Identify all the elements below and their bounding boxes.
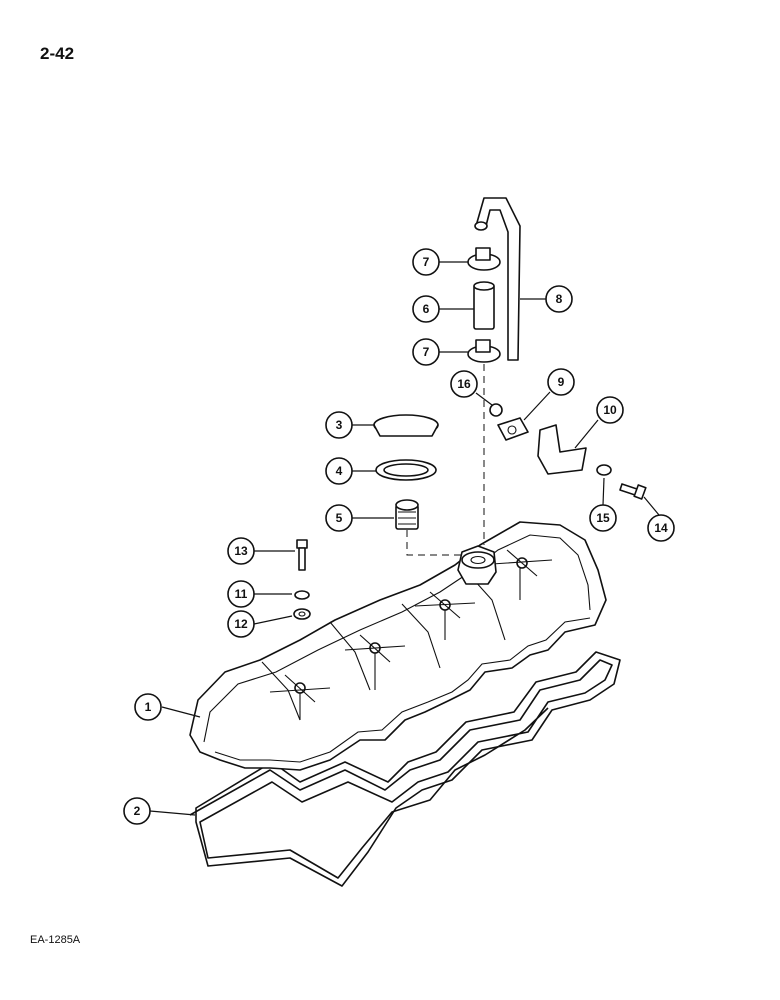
- callout-8: 8: [545, 285, 573, 313]
- svg-text:5: 5: [336, 511, 343, 525]
- svg-text:8: 8: [556, 292, 563, 306]
- cap-seal-drawing: [375, 459, 437, 481]
- page-number: 2-42: [40, 44, 75, 63]
- figure-code: EA-1285A: [30, 934, 81, 946]
- svg-text:3: 3: [336, 418, 343, 432]
- washer-drawing: [294, 590, 310, 600]
- callout-1: 1: [134, 693, 162, 721]
- callout-5: 5: [325, 504, 353, 532]
- callout-2: 2: [123, 797, 151, 825]
- svg-text:14: 14: [654, 521, 668, 535]
- svg-text:2: 2: [134, 804, 141, 818]
- support-bracket-drawing: [537, 424, 587, 475]
- bracket-washer-drawing: [596, 464, 612, 476]
- cover-gasket-drawing: [189, 651, 621, 887]
- bracket-bolt-drawing: [619, 483, 647, 500]
- svg-text:4: 4: [336, 464, 343, 478]
- hose-clamp-drawing-upper: [467, 247, 501, 271]
- leader-lines: [149, 261, 660, 816]
- valve-cover-drawing: [189, 521, 607, 771]
- svg-text:15: 15: [596, 511, 610, 525]
- callout-14: 14: [647, 514, 675, 542]
- callout-11: 11: [227, 580, 255, 608]
- filler-cap-drawing: [373, 414, 439, 437]
- svg-text:13: 13: [234, 544, 248, 558]
- svg-text:11: 11: [235, 587, 248, 601]
- callout-6: 6: [412, 295, 440, 323]
- filler-neck-drawing: [395, 499, 419, 530]
- svg-text:7: 7: [423, 345, 430, 359]
- breather-hose-drawing: [473, 281, 495, 330]
- svg-text:9: 9: [558, 375, 565, 389]
- tube-clip-drawing: [497, 417, 529, 441]
- clip-nut-drawing: [489, 403, 503, 417]
- callout-7-upper: 7: [412, 248, 440, 276]
- callout-7-lower: 7: [412, 338, 440, 366]
- callout-13: 13: [227, 537, 255, 565]
- callout-9: 9: [547, 368, 575, 396]
- svg-text:16: 16: [457, 377, 471, 391]
- callout-3: 3: [325, 411, 353, 439]
- svg-text:10: 10: [603, 403, 617, 417]
- svg-text:12: 12: [234, 617, 248, 631]
- callout-10: 10: [596, 396, 624, 424]
- svg-text:6: 6: [423, 302, 430, 316]
- breather-tube-drawing: [474, 197, 521, 361]
- svg-text:7: 7: [423, 255, 430, 269]
- callout-15: 15: [589, 504, 617, 532]
- svg-text:1: 1: [145, 700, 152, 714]
- hose-clamp-drawing-lower: [467, 339, 501, 363]
- cover-bolt-drawing: [296, 539, 308, 571]
- callout-16: 16: [450, 370, 478, 398]
- callout-12: 12: [227, 610, 255, 638]
- sealing-washer-drawing: [293, 608, 311, 620]
- assembly-line-filler: [406, 530, 465, 556]
- callout-4: 4: [325, 457, 353, 485]
